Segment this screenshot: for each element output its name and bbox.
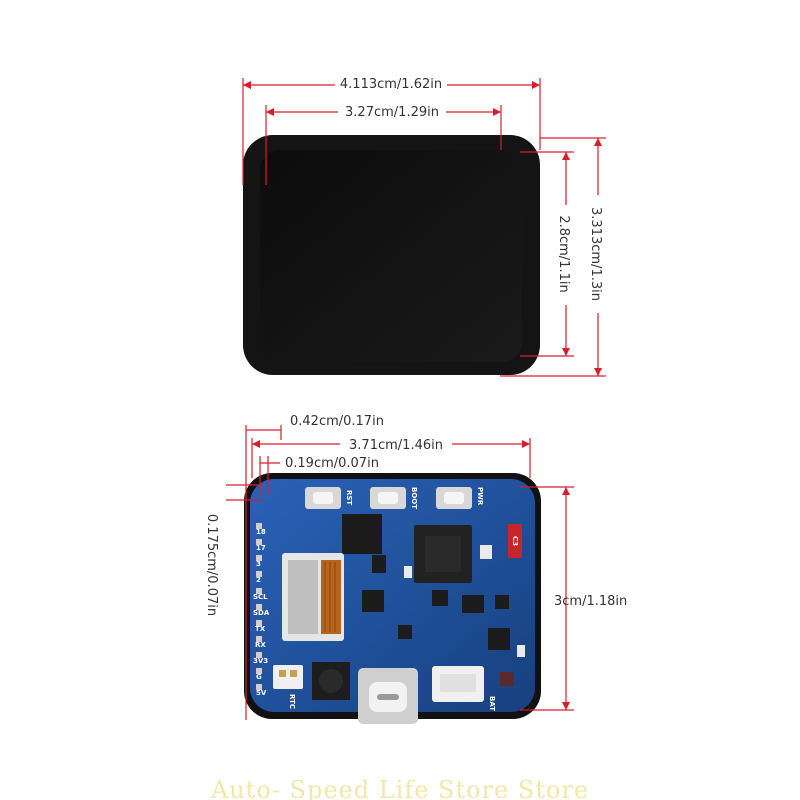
- screen-outer-height-label: 3.313cm/1.3in: [588, 207, 603, 301]
- pwr-label: PWR: [476, 487, 484, 506]
- pin-label: 17: [256, 544, 266, 552]
- top-buttons: [305, 487, 472, 509]
- pin-label: SCL: [253, 593, 268, 601]
- pin-label: 5V: [256, 689, 267, 697]
- board-offset-top-label: 0.42cm/0.17in: [290, 414, 384, 429]
- smd-component: [488, 628, 510, 650]
- screen-outer-width-label: 4.113cm/1.62in: [340, 77, 442, 92]
- smd-component: [517, 645, 525, 657]
- usb-c-port: [358, 668, 418, 724]
- smd-component: [404, 566, 412, 578]
- board-module: RST BOOT PWR C3: [244, 473, 541, 724]
- rtc-connector: [273, 665, 303, 689]
- board-height-label: 3cm/1.18in: [554, 594, 627, 609]
- smd-component: [500, 672, 514, 686]
- rtc-label: RTC: [288, 694, 296, 709]
- pin-label: 3: [256, 560, 261, 568]
- smd-component: [480, 545, 492, 559]
- boot-label: BOOT: [410, 487, 418, 509]
- smd-component: [462, 595, 484, 613]
- board-side-margin-label: 0.175cm/0.07in: [204, 514, 219, 616]
- screen-dimension-labels: 4.113cm/1.62in 3.27cm/1.29in 2.8cm/1.1in…: [335, 74, 606, 313]
- rst-label: RST: [345, 490, 353, 505]
- smd-component: [372, 555, 386, 573]
- board-offset-small-label: 0.19cm/0.07in: [285, 456, 379, 471]
- pin-label: RX: [255, 641, 266, 649]
- screen-inner-width-label: 3.27cm/1.29in: [345, 105, 439, 120]
- pin-labels: 18 17 3 2 SCL SDA TX RX 3V3 G 5V: [253, 528, 270, 697]
- screen-active-area: [260, 150, 522, 362]
- board-dimension-labels: 0.42cm/0.17in 3.71cm/1.46in 0.19cm/0.07i…: [204, 414, 627, 616]
- pin-label: 18: [256, 528, 266, 536]
- battery-connector: [432, 666, 484, 702]
- bat-label: BAT: [488, 696, 496, 711]
- pin-label: TX: [255, 625, 266, 633]
- board-width-label: 3.71cm/1.46in: [349, 438, 443, 453]
- smd-component: [495, 595, 509, 609]
- store-watermark: Auto- Speed Life Store Store: [210, 776, 589, 800]
- smd-component: [432, 590, 448, 606]
- chip-c3-label: C3: [511, 536, 519, 546]
- pin-label: 2: [256, 576, 261, 584]
- pin-contacts: [256, 523, 262, 690]
- screen-module: [243, 135, 540, 375]
- pin-label: SDA: [253, 609, 270, 617]
- chip-small: [342, 514, 382, 554]
- ribbon-connector: [282, 553, 344, 641]
- pin-label: 3V3: [253, 657, 268, 665]
- smd-component: [362, 590, 384, 612]
- screen-inner-height-label: 2.8cm/1.1in: [556, 215, 571, 292]
- pin-label: G: [256, 673, 262, 681]
- smd-component: [398, 625, 412, 639]
- chip-c3-tag: [508, 524, 522, 558]
